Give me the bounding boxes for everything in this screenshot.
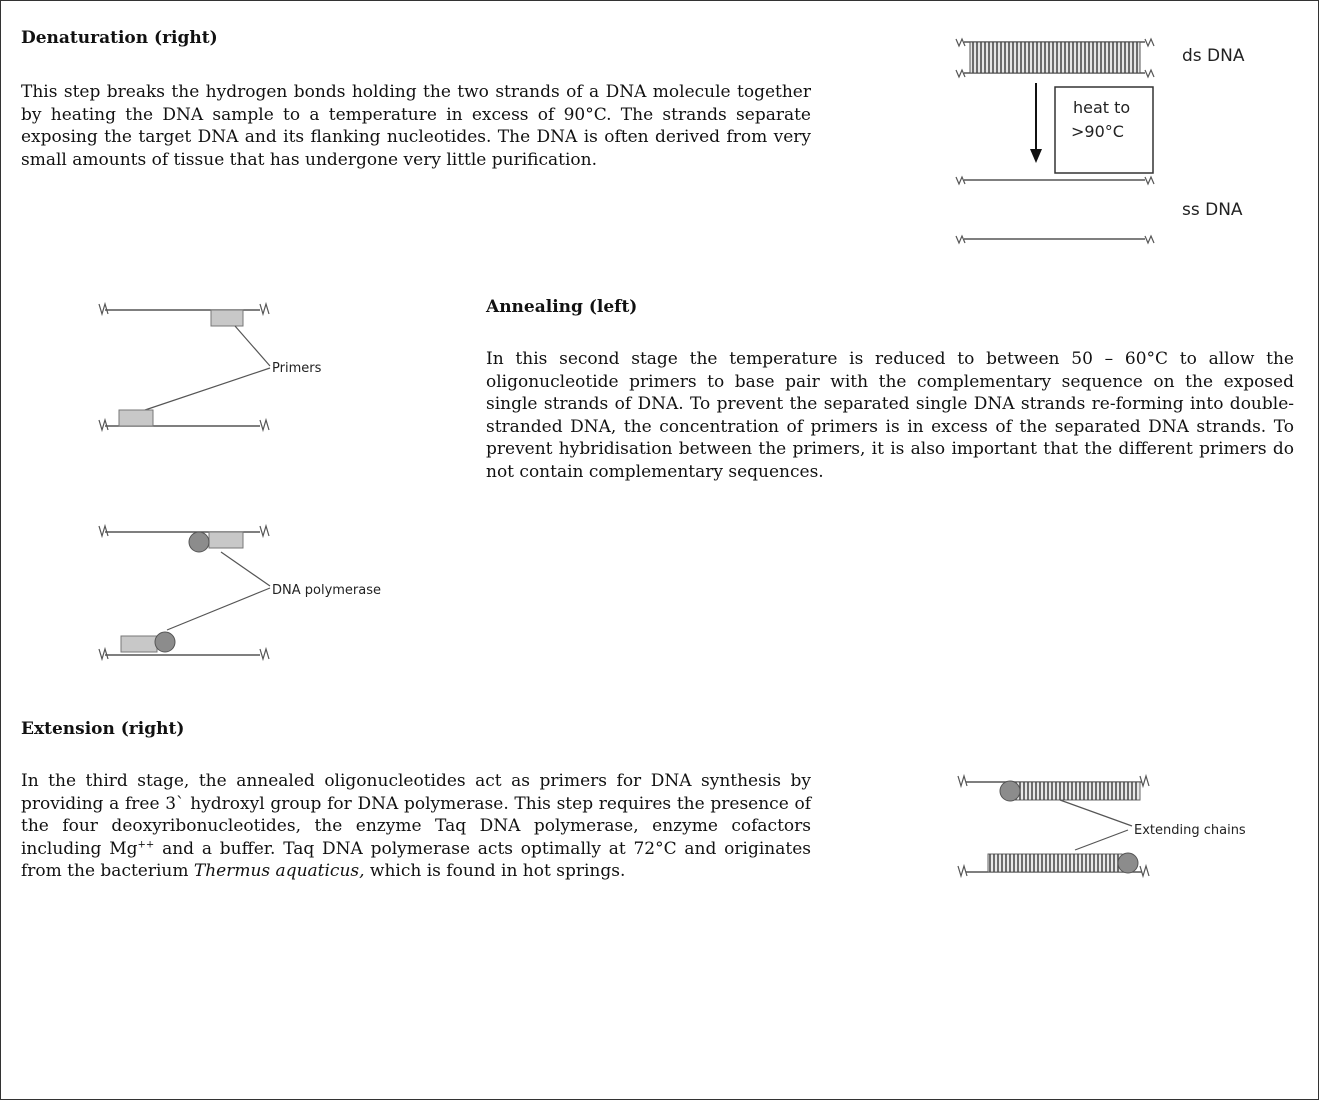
mg-superscript: ++ [137, 839, 155, 851]
ss-dna-label: ss DNA [1182, 200, 1243, 220]
heat-label-line2: >90°C [1071, 122, 1124, 141]
extending-chains-label: Extending chains [1134, 823, 1246, 838]
extension-text-part1: In the third stage, the annealed oligonu… [21, 771, 811, 859]
heat-label-line1: heat to [1073, 98, 1130, 117]
dna-polymerase-label: DNA polymerase [272, 583, 381, 598]
extension-text-part3: which is found in hot springs. [364, 861, 626, 882]
ds-dna-ladder [955, 37, 1155, 79]
primers-figure [98, 301, 271, 433]
heat-box [1054, 86, 1154, 174]
polymerase-figure [98, 523, 271, 662]
extension-diagram: Extending chains [957, 773, 1246, 879]
denaturation-paragraph: This step breaks the hydrogen bonds hold… [21, 82, 811, 170]
extension-text-part2: and a buffer. Taq DNA polymerase acts op… [21, 838, 811, 882]
denaturation-heading: Denaturation (right) [21, 28, 218, 48]
organism-name: Thermus aquaticus, [193, 861, 365, 882]
ss-dna-strands [955, 175, 1155, 245]
extension-paragraph: In the third stage, the annealed oligonu… [21, 770, 811, 883]
extension-heading: Extension (right) [21, 719, 185, 739]
ds-dna-label: ds DNA [1182, 46, 1245, 66]
annealing-diagram: Primers DNA polymerase [98, 301, 381, 662]
denaturation-diagram: ds DNA heat to >90°C ss DNA [955, 37, 1245, 245]
down-arrow-icon [1030, 83, 1042, 163]
extension-figure [957, 773, 1150, 879]
annealing-heading: Annealing (left) [486, 297, 638, 317]
primers-label: Primers [272, 361, 322, 376]
annealing-paragraph: In this second stage the temperature is … [486, 349, 1294, 482]
